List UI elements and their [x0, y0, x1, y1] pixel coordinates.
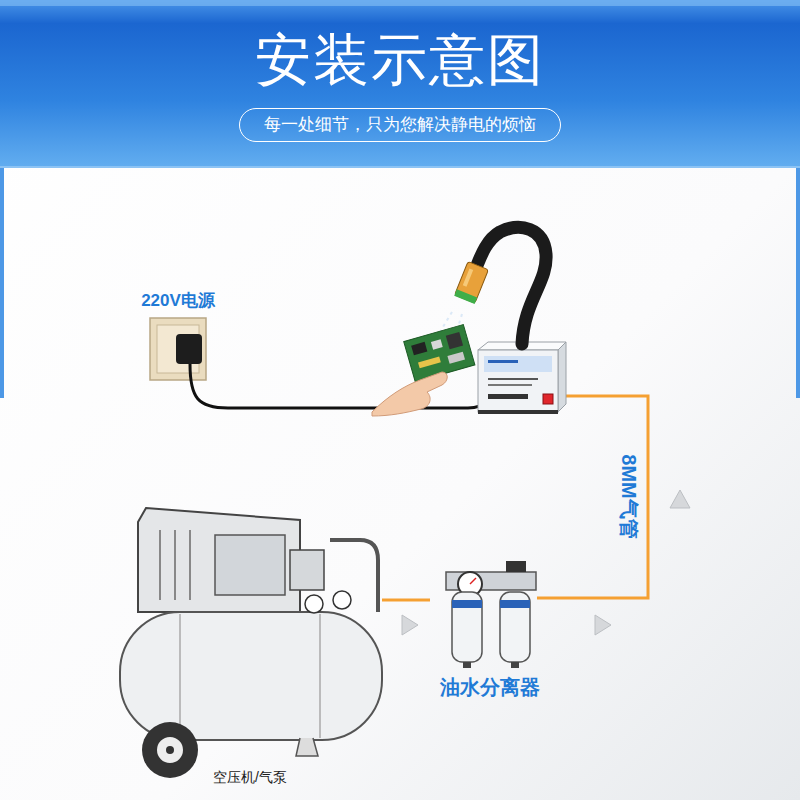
oil-water-separator-part [470, 578, 476, 584]
node-text: 空压机/气泵 [213, 769, 287, 786]
air-compressor-part [333, 591, 351, 609]
air-compressor-part [189, 530, 191, 600]
air-compressor-part [215, 535, 285, 595]
header-band [0, 0, 800, 398]
air-hose-part [537, 396, 648, 598]
gooseneck-nozzle-part [463, 269, 473, 287]
header-band-part [796, 168, 800, 398]
air-compressor-part [166, 746, 174, 754]
node-text: 每一处细节，只为您解决静电的烦恼 [264, 115, 536, 135]
air-compressor-part [319, 614, 321, 738]
flow-triangle-part [670, 490, 690, 508]
ionizer-unit-part [488, 360, 518, 363]
compressor-node: 空压机/气泵 [118, 500, 382, 790]
wall-socket-part [176, 334, 202, 364]
ionizer-unit-part [488, 394, 528, 399]
wall-socket-part [150, 318, 206, 380]
air-compressor-part [159, 530, 161, 600]
oil-water-separator-part [463, 662, 471, 668]
hand-part [372, 372, 447, 416]
circuit-board-part [431, 339, 443, 349]
power-source: 220V电源 [137, 289, 219, 313]
circuit-board-part [447, 352, 465, 364]
air-compressor-part [174, 530, 176, 600]
ionizer-unit-part [478, 410, 558, 414]
gooseneck-nozzle-part [454, 289, 477, 304]
air-compressor-part [179, 614, 181, 738]
ionizer-unit-part [543, 394, 553, 404]
header-band-part [0, 0, 800, 168]
flow-triangle [402, 490, 690, 635]
gooseneck-nozzle-part [455, 261, 489, 303]
slogan-pill: 每一处细节，只为您解决静电的烦恼 [239, 108, 561, 142]
hose-spec: 8MM气管 [616, 454, 639, 538]
air-compressor-part [296, 738, 318, 756]
oil-water-separator-part [506, 561, 526, 572]
header-band-part [0, 0, 800, 6]
air-hose [537, 396, 648, 598]
air-hose-connector [382, 599, 430, 602]
circuit-board-part [418, 356, 441, 368]
oil-water-separator-part [452, 600, 482, 608]
page-title: 安装示意图 [255, 28, 545, 92]
node-text: 油水分离器 [440, 675, 540, 699]
air-compressor [120, 508, 382, 778]
gooseneck-nozzle-part [454, 261, 488, 304]
oil-water-separator-part [452, 592, 482, 662]
circuit-board-part [446, 332, 463, 349]
air-compressor-part [156, 736, 184, 764]
ionizer-unit-part [488, 384, 532, 386]
ionizer-unit-part [484, 356, 552, 372]
oil-water-separator-part [500, 592, 530, 662]
circuit-board-part [411, 342, 427, 355]
air-compressor-part [138, 508, 300, 612]
oil-water-separator-part [511, 662, 519, 668]
air-compressor-part [120, 612, 382, 740]
air-compressor-part [290, 550, 324, 590]
header-band-part [0, 168, 4, 398]
flow-triangle-part [595, 615, 611, 635]
hand [372, 372, 447, 416]
ionizer-unit-part [558, 342, 566, 412]
air-compressor-part [142, 722, 198, 778]
ionizer-unit-part [488, 378, 538, 380]
ionizer-unit [478, 342, 566, 414]
air-compressor-part [330, 540, 378, 612]
gooseneck-nozzle-part [476, 227, 546, 344]
air-compressor-part [305, 595, 323, 613]
header-band-part [0, 166, 800, 168]
flow-triangle-part [402, 615, 418, 635]
ionizer-unit-part [478, 350, 558, 412]
node-text: 220V电源 [141, 291, 215, 311]
oil-water-separator-part [500, 600, 530, 608]
oil-water-separator [446, 561, 536, 668]
wall-socket [150, 318, 206, 380]
separator-node: 油水分离器 [430, 560, 550, 703]
